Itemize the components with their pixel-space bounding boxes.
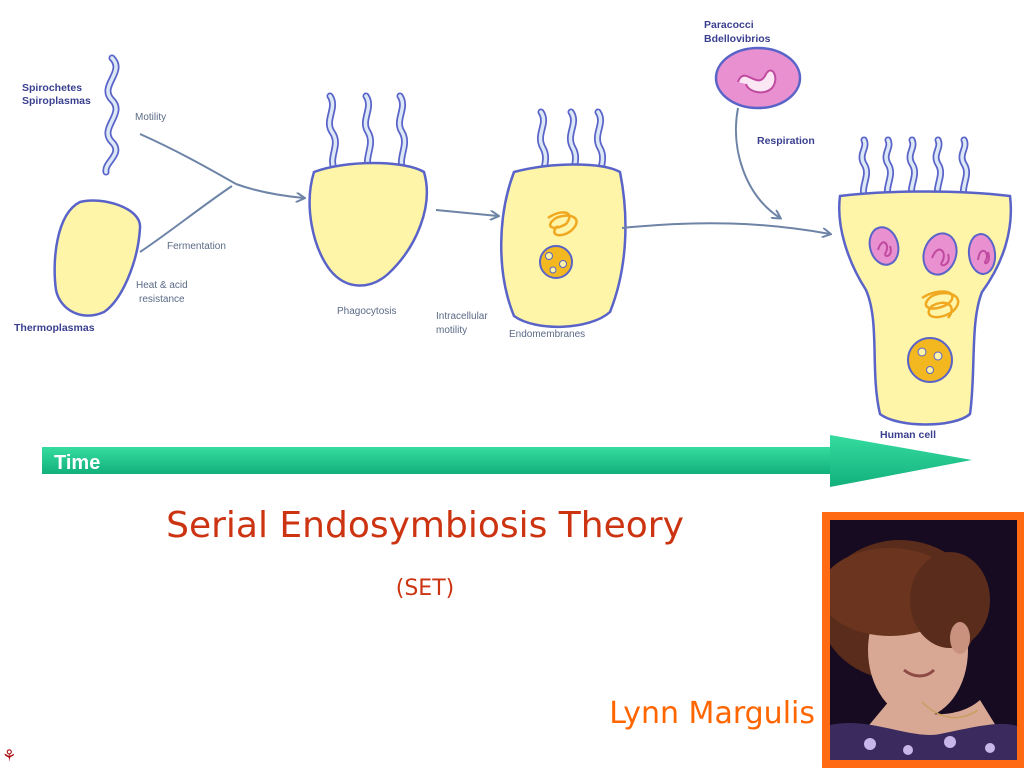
page-subtitle: (SET) <box>395 576 455 601</box>
portrait-photo <box>830 520 1017 760</box>
time-arrow <box>42 435 972 487</box>
label-thermoplasmas: Thermoplasmas <box>14 322 95 334</box>
label-spiroplasmas: Spiroplasmas <box>22 95 91 107</box>
time-label: Time <box>54 452 100 474</box>
paw-icon: ⚘ <box>2 748 17 765</box>
label-bdellovibrios: Bdellovibrios <box>704 33 771 45</box>
page-title: Serial Endosymbiosis Theory <box>166 505 684 546</box>
label-endomembranes: Endomembranes <box>509 329 585 340</box>
label-intracellular: Intracellular <box>436 311 488 322</box>
portrait-frame <box>822 512 1024 768</box>
author-name: Lynn Margulis <box>609 696 815 731</box>
phagocytosis-arrow <box>435 209 498 216</box>
label-paracocci: Paracocci <box>704 19 754 31</box>
label-motility: Motility <box>135 112 166 123</box>
fermentation-arrow <box>139 185 233 253</box>
label-intracellular-motility: motility <box>436 325 467 336</box>
human-cell <box>838 136 1013 426</box>
nucleated-cell <box>500 108 627 329</box>
label-fermentation: Fermentation <box>167 241 226 252</box>
label-human-cell: Human cell <box>880 429 936 441</box>
label-respiration: Respiration <box>757 135 815 147</box>
label-heat-acid: Heat & acid <box>136 280 188 291</box>
merge-arrow <box>235 183 304 198</box>
label-spirochetes: Spirochetes <box>22 82 82 94</box>
label-resistance: resistance <box>139 294 185 305</box>
respiration-arrow <box>734 107 780 218</box>
motility-arrow <box>139 133 237 185</box>
label-phagocytosis: Phagocytosis <box>337 306 396 317</box>
thermoplasma-cell <box>53 199 142 317</box>
phagocytic-cell <box>308 92 429 287</box>
intracellular-arrow <box>621 222 830 234</box>
spirochete-organism <box>102 54 120 176</box>
paracoccus-organism <box>714 46 802 110</box>
